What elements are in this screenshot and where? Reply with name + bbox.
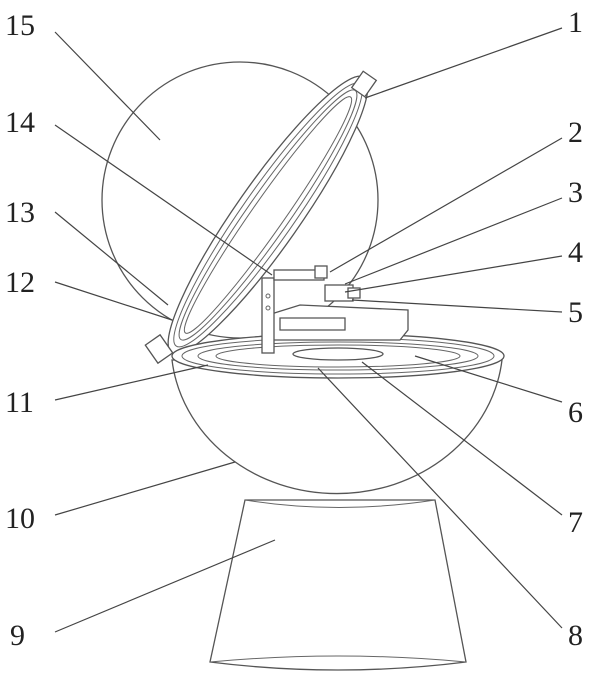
label-6: 6 xyxy=(568,396,583,429)
label-9: 9 xyxy=(10,619,25,652)
label-4: 4 xyxy=(568,236,583,269)
label-14: 14 xyxy=(5,106,35,139)
label-3: 3 xyxy=(568,176,583,209)
label-1: 1 xyxy=(568,6,583,39)
label-5: 5 xyxy=(568,296,583,329)
label-11: 11 xyxy=(5,386,34,419)
label-7: 7 xyxy=(568,506,583,539)
lower-hemisphere xyxy=(172,360,502,508)
label-13: 13 xyxy=(5,196,35,229)
label-15: 15 xyxy=(5,9,35,42)
pedestal-base xyxy=(210,500,466,670)
label-10: 10 xyxy=(5,502,35,535)
label-2: 2 xyxy=(568,116,583,149)
label-12: 12 xyxy=(5,266,35,299)
label-8: 8 xyxy=(568,619,583,652)
